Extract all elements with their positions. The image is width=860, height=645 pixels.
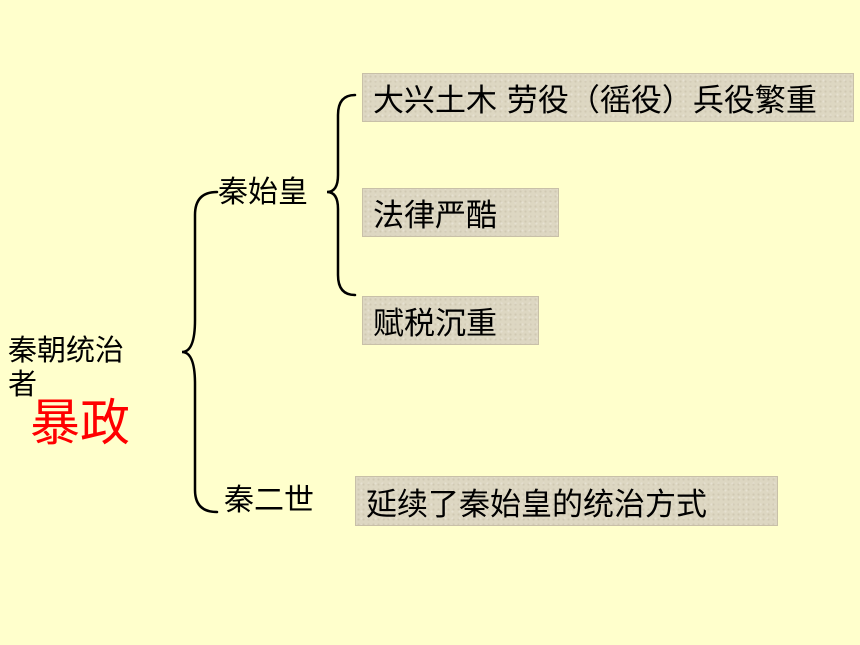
policy-box-harsh-laws: 法律严酷: [362, 188, 559, 237]
root-label-line1: 秦朝统治: [8, 333, 125, 367]
qinshihuang-brace: [326, 93, 357, 297]
root-label-line2: 者: [8, 367, 38, 401]
ruler-qinshihuang: 秦始皇: [218, 175, 308, 210]
policy-box-labor: 大兴土木 劳役（徭役）兵役繁重: [362, 73, 854, 122]
policy-box-continued-rule: 延续了秦始皇的统治方式: [355, 476, 778, 526]
root-brace: [181, 190, 219, 514]
policy-box-heavy-taxes: 赋税沉重: [362, 296, 539, 345]
tyranny-heading: 暴政: [30, 394, 130, 452]
ruler-qinershi: 秦二世: [224, 483, 314, 518]
